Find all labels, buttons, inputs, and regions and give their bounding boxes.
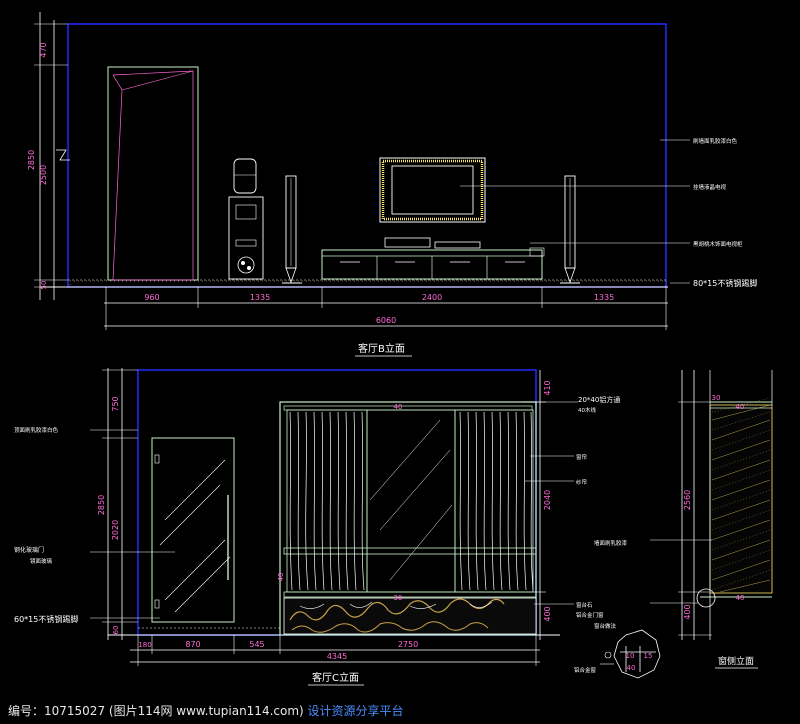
water-dispenser <box>228 158 264 280</box>
dim-b-w-2400: 2400 <box>422 293 442 302</box>
dim-c-w-545: 545 <box>249 640 264 649</box>
elevation-c-title: 客厅C立面 <box>312 671 359 684</box>
dim-c-total: 4345 <box>327 652 347 661</box>
side-wall <box>709 404 773 594</box>
dim-c-h-2850: 2850 <box>97 495 106 515</box>
dim-side-400: 400 <box>683 604 692 619</box>
dim-b-h-50: 50 <box>40 281 48 290</box>
detail-mark-15: 15 <box>644 652 653 660</box>
glass-door <box>151 437 235 623</box>
mark-side-30: 30 <box>712 394 721 402</box>
mark-c-40-top: 40 <box>394 403 403 411</box>
speaker-left <box>282 175 302 284</box>
note-c-sheer: 纱帘 <box>576 478 588 486</box>
note-c-glass-door: 钢化玻璃门 <box>14 546 44 554</box>
dim-b-h-2500: 2500 <box>39 165 48 185</box>
elevation-b-title: 客厅B立面 <box>358 342 405 355</box>
window-curtain <box>279 401 537 636</box>
dim-b-w-960: 960 <box>144 293 159 302</box>
dim-b-h-470: 470 <box>39 42 48 57</box>
elevation-b-door <box>107 66 199 281</box>
elevation-c: 750 2850 2020 60 <box>14 368 620 686</box>
tv-cabinet <box>321 237 545 280</box>
mark-c-30-sill: 30 <box>394 594 403 602</box>
elevation-b: 470 2850 2500 50 <box>27 12 757 357</box>
note-side-sill: 窗台做法 <box>594 622 617 630</box>
dim-c-r-2040: 2040 <box>543 490 552 510</box>
detail-mark-10: 10 <box>626 652 635 660</box>
mark-side-40-top: 40 <box>736 403 745 411</box>
note-c-wood-trim: 40木线 <box>578 406 596 414</box>
detail-note: 铝合金窗 <box>574 666 597 674</box>
note-c-window-frame: 铝合金门窗 <box>576 611 604 619</box>
note-b-tv: 挂墙液晶电视 <box>693 183 727 191</box>
dim-b-total: 6060 <box>376 316 396 325</box>
dim-c-h-750: 750 <box>111 396 120 411</box>
dim-b-w-1335b: 1335 <box>594 293 614 302</box>
dim-c-r-400: 400 <box>543 606 552 621</box>
dim-side-2560: 2560 <box>683 490 692 510</box>
dim-c-w-180: 180 <box>138 641 151 649</box>
side-section-title: 窗侧立面 <box>718 655 754 667</box>
footer-brand[interactable]: 设计资源分享平台 <box>307 704 404 718</box>
note-b-skirting: 80*15不锈钢踢脚 <box>693 278 757 288</box>
wall-tv <box>379 157 486 223</box>
note-side-wall: 墙面刷乳胶漆 <box>594 539 628 547</box>
dim-c-h-60: 60 <box>112 626 120 635</box>
detail-callout: 10 15 40 铝合金窗 <box>574 629 661 679</box>
note-c-mirror: 镜面玻璃 <box>30 557 53 565</box>
note-b-wall: 刷墙面乳胶漆白色 <box>693 137 738 145</box>
note-c-sill-stone: 窗台石 <box>576 601 593 609</box>
speaker-right <box>560 175 580 284</box>
note-b-cabinet: 黑胡桃木饰面电视柜 <box>693 240 743 248</box>
note-c-ceiling: 顶面刷乳胶漆白色 <box>14 426 59 434</box>
dim-c-w-870: 870 <box>185 640 200 649</box>
note-c-skirting: 60*15不锈钢踢脚 <box>14 614 78 624</box>
dim-c-w-2750: 2750 <box>398 640 418 649</box>
dim-c-r-410: 410 <box>543 380 552 395</box>
footer-watermark: 编号：10715027 (图片114网 www.tupian114.com) 设… <box>8 702 404 719</box>
note-c-curtain: 窗帘 <box>576 453 588 461</box>
footer-label: 编号：10715027 (图片114网 www.tupian114.com) <box>8 704 304 718</box>
mark-c-40-left: 40 <box>277 573 285 582</box>
dim-b-w-1335a: 1335 <box>250 293 270 302</box>
dim-c-h-2020: 2020 <box>111 520 120 540</box>
side-section: 2560 400 30 40 40 墙面刷乳胶漆 窗台做法 窗侧立面 <box>594 370 773 669</box>
mark-side-40-bottom: 40 <box>736 594 745 602</box>
dim-b-h-2850: 2850 <box>27 150 36 170</box>
detail-mark-40: 40 <box>627 664 636 672</box>
note-c-aluminium: 20*40铝方通 <box>578 395 620 404</box>
